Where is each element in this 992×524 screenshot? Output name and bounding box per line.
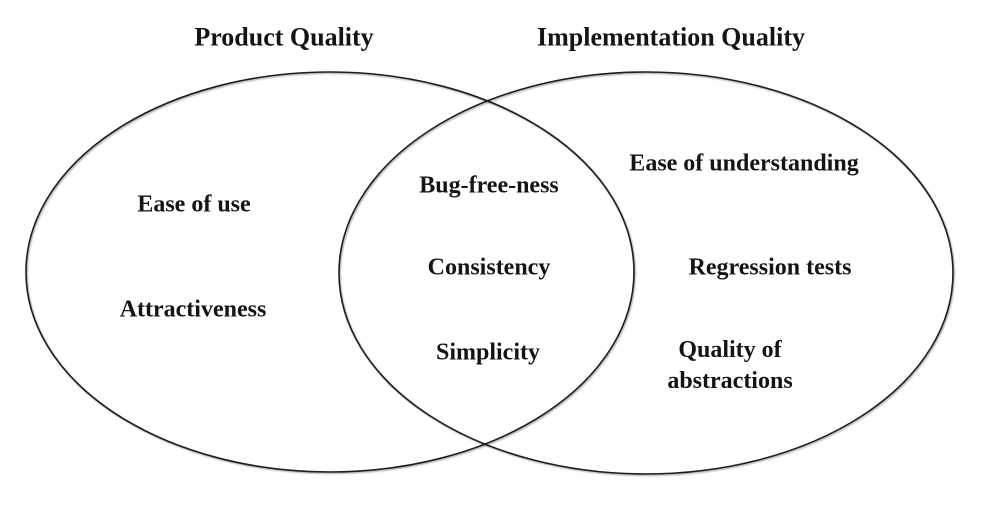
- implementation-quality-ellipse: [338, 71, 954, 475]
- product-quality-title: Product Quality: [194, 22, 374, 52]
- product-quality-ellipse: [25, 71, 635, 473]
- right-item-ease-of-understanding: Ease of understanding: [629, 150, 859, 177]
- implementation-quality-title: Implementation Quality: [537, 22, 805, 52]
- left-item-attractiveness: Attractiveness: [119, 296, 267, 323]
- intersection-item-bug-free-ness: Bug-free-ness: [419, 172, 559, 199]
- right-item-regression-tests: Regression tests: [688, 254, 852, 281]
- intersection-item-consistency: Consistency: [427, 254, 551, 281]
- left-item-ease-of-use: Ease of use: [137, 191, 251, 218]
- right-item-quality-of-abstractions: Quality of abstractions: [667, 337, 793, 394]
- intersection-item-simplicity: Simplicity: [435, 339, 541, 366]
